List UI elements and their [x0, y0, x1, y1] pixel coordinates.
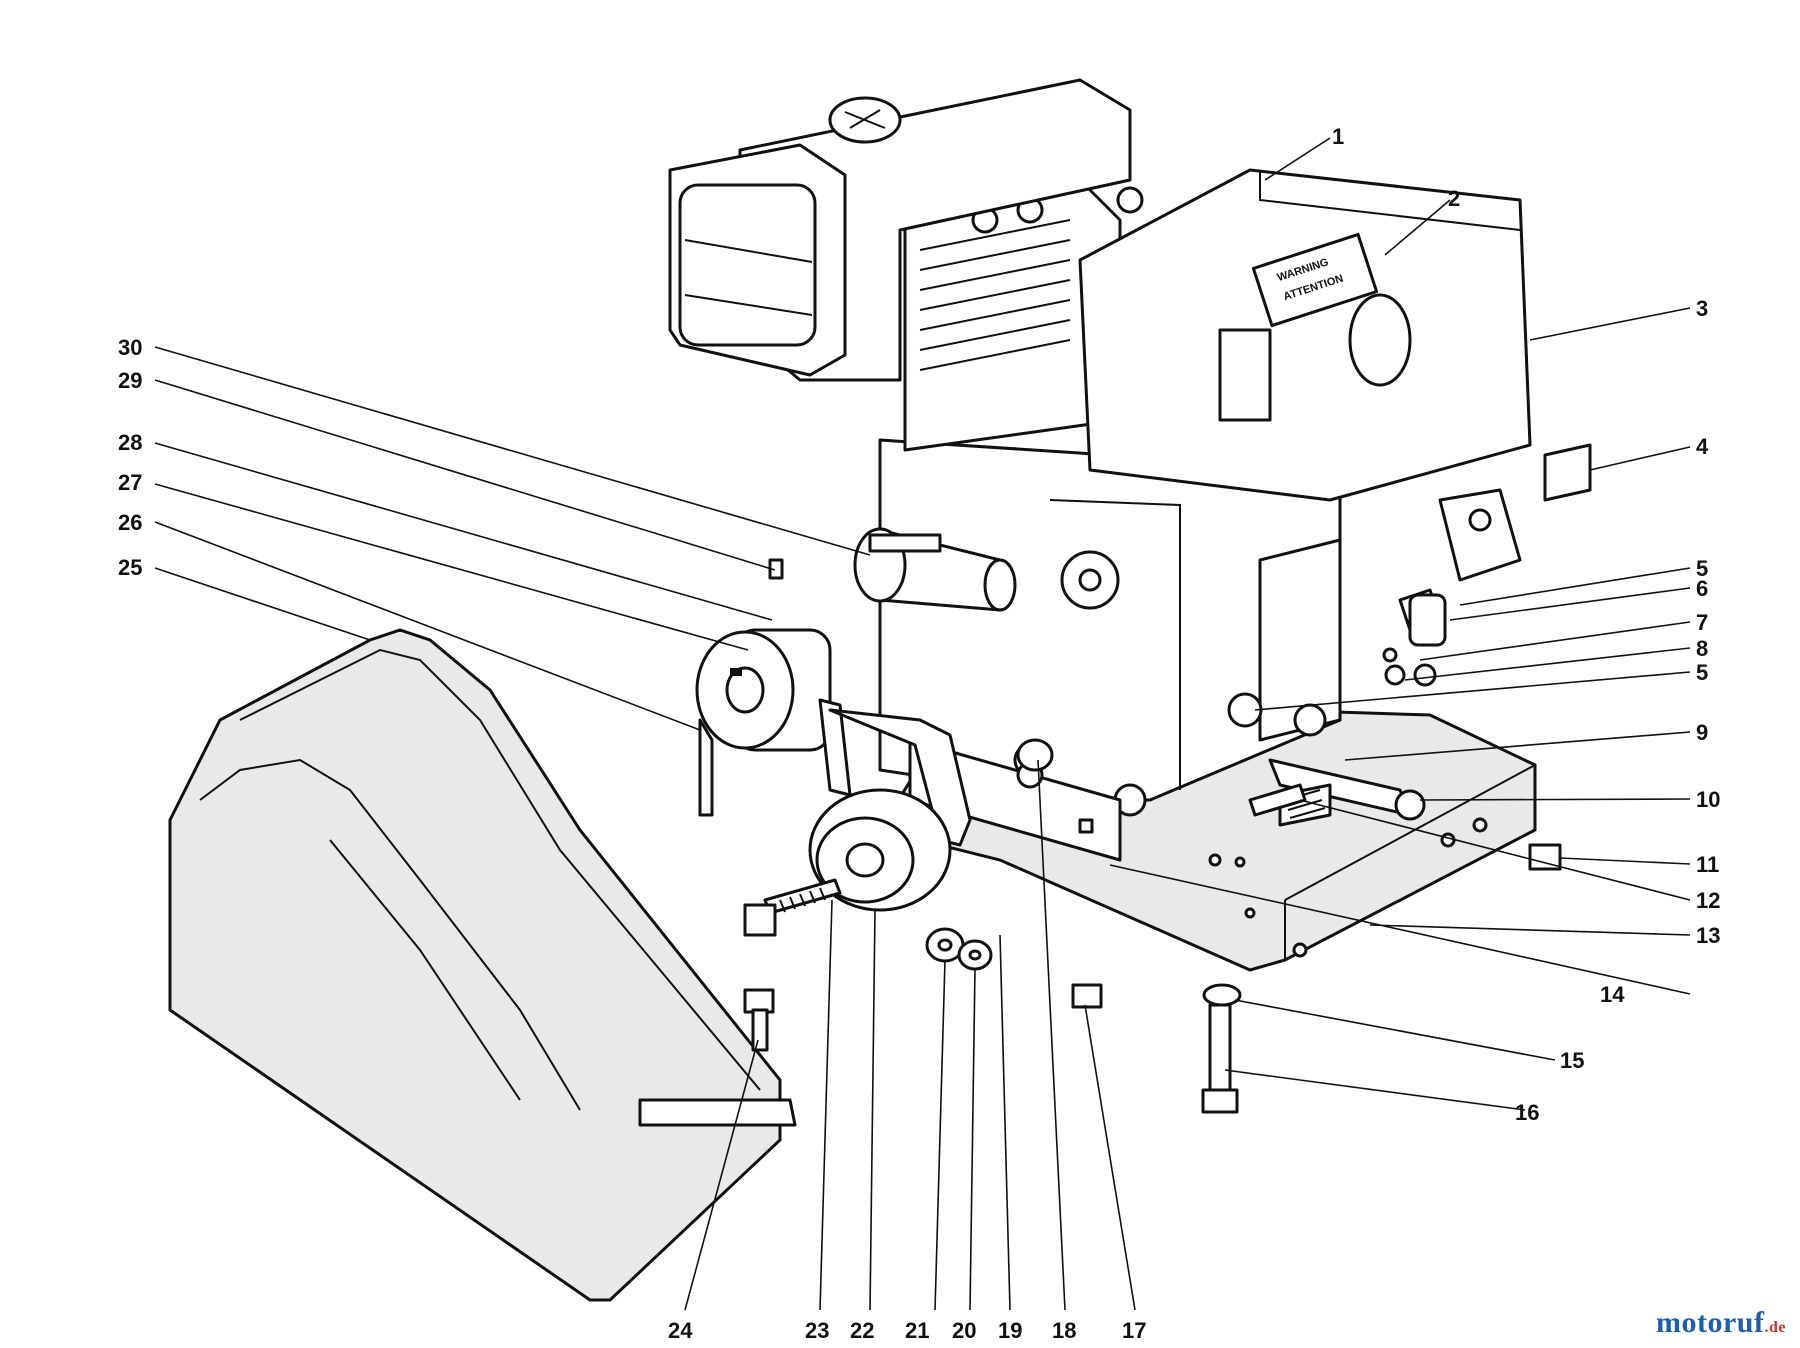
callout-30: 30: [118, 335, 142, 360]
callout-6: 6: [1696, 576, 1708, 601]
blower-housing: [1078, 168, 1532, 502]
callout-17: 17: [1122, 1318, 1146, 1343]
engine-pulley: [695, 628, 832, 752]
control-bracket: [1258, 538, 1342, 742]
leader-lines: [154, 137, 1691, 1311]
callout-1: 1: [1332, 124, 1344, 149]
callout-15: 15: [1560, 1048, 1584, 1073]
callout-5-lower: 5: [1696, 660, 1708, 685]
callout-7: 7: [1696, 610, 1708, 635]
callout-labels: 1 2 3 4 5 6 7 8 5 9 10 11 12 13 14 15 16…: [118, 124, 1720, 1343]
callout-19: 19: [998, 1318, 1022, 1343]
callout-5: 5: [1696, 556, 1708, 581]
callout-3: 3: [1696, 296, 1708, 321]
callout-18: 18: [1052, 1318, 1076, 1343]
callout-2: 2: [1448, 186, 1460, 211]
callout-29: 29: [118, 368, 142, 393]
callout-24: 24: [668, 1318, 693, 1343]
callout-8: 8: [1696, 636, 1708, 661]
watermark-tld: .de: [1764, 1319, 1786, 1336]
callout-21: 21: [905, 1318, 929, 1343]
watermark-logo: motoruf.de: [1656, 1306, 1786, 1340]
idler-bracket: [908, 738, 1122, 862]
callout-4: 4: [1696, 434, 1709, 459]
callout-9: 9: [1696, 720, 1708, 745]
callout-27: 27: [118, 470, 142, 495]
callout-10: 10: [1696, 787, 1720, 812]
watermark-name: motoruf: [1656, 1306, 1765, 1339]
callout-14: 14: [1600, 982, 1625, 1007]
callout-12: 12: [1696, 888, 1720, 913]
callout-28: 28: [118, 430, 142, 455]
callout-25: 25: [118, 555, 142, 580]
engine-illustration: WARNING ATTENTION: [168, 78, 1592, 1302]
callout-13: 13: [1696, 923, 1720, 948]
callout-23: 23: [805, 1318, 829, 1343]
callout-22: 22: [850, 1318, 874, 1343]
callout-20: 20: [952, 1318, 976, 1343]
decal-small: [1543, 443, 1592, 502]
drive-belt: [698, 718, 714, 817]
callout-11: 11: [1696, 852, 1719, 877]
belt-guard: [168, 628, 782, 1302]
callout-26: 26: [118, 510, 142, 535]
callout-16: 16: [1515, 1100, 1539, 1125]
idler-pulley: [808, 788, 952, 912]
